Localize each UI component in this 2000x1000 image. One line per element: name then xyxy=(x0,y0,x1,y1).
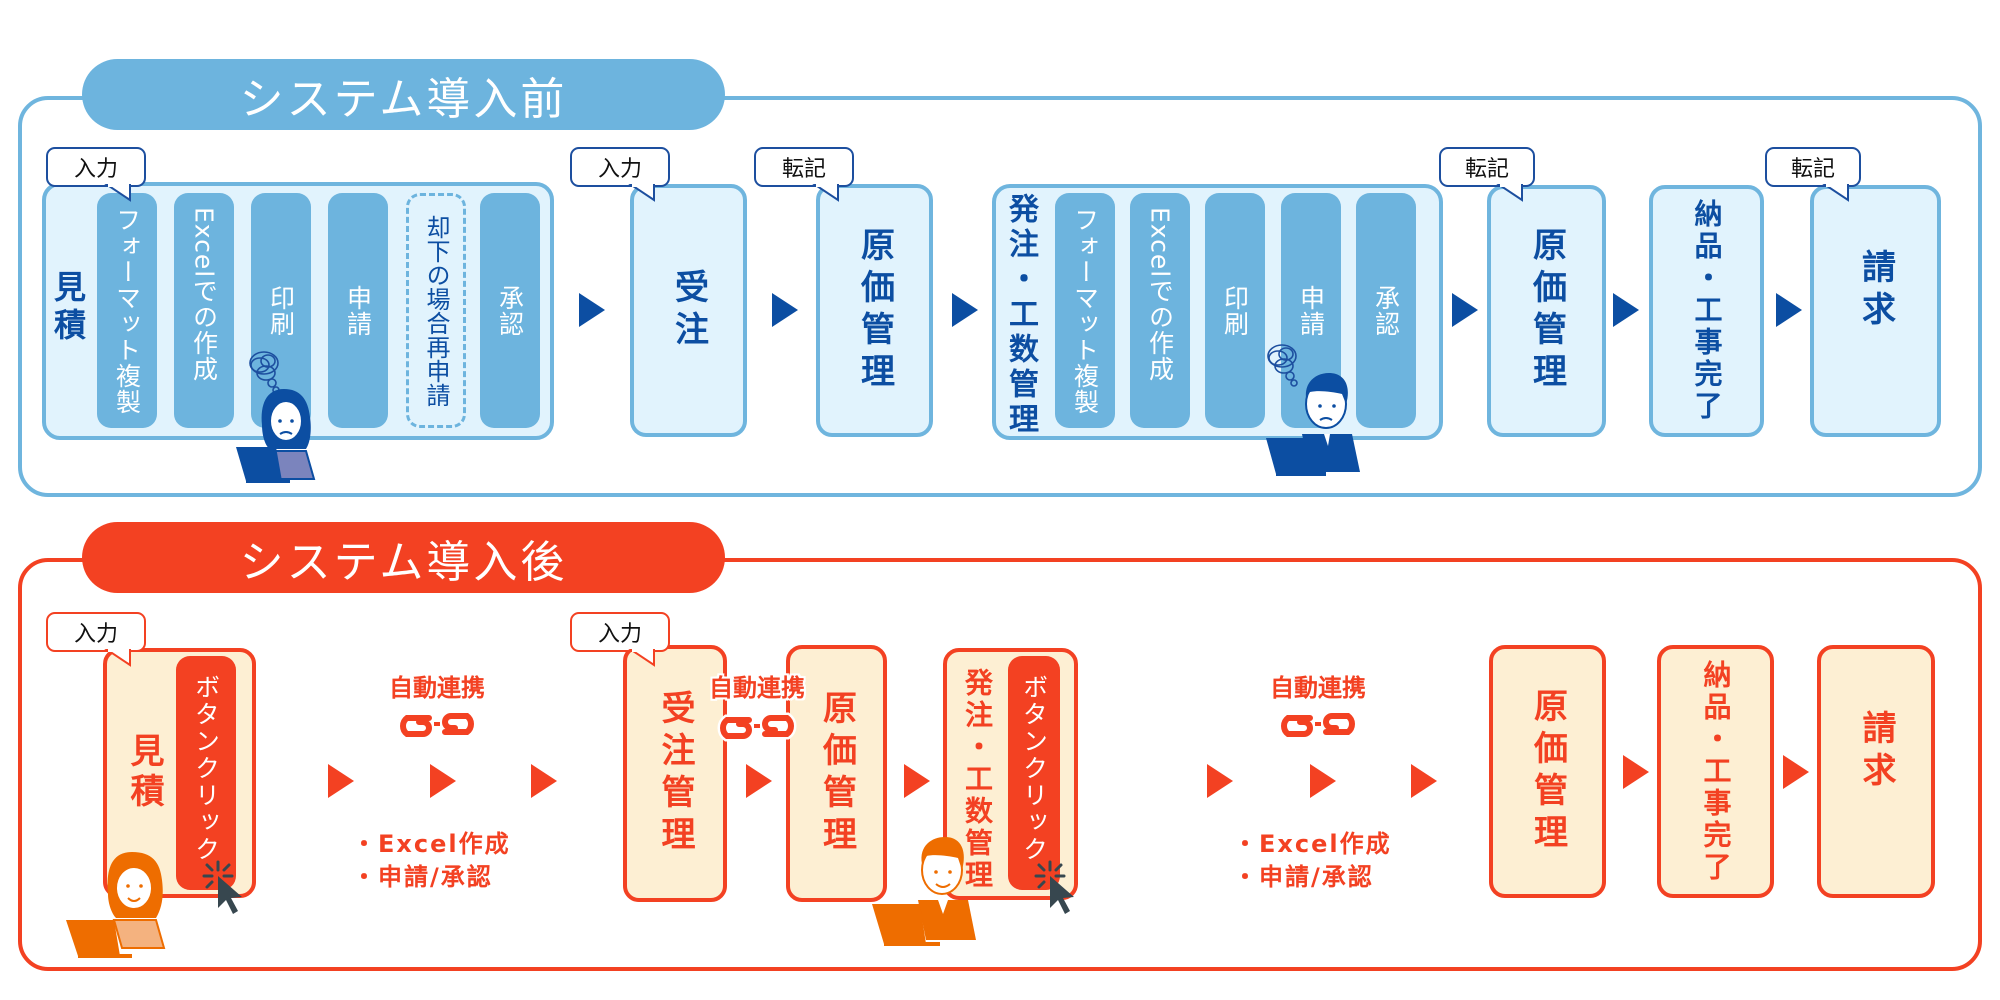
after-estimate-button[interactable]: ボタンクリック xyxy=(176,656,236,890)
after-link-mid-label: 自動連携 xyxy=(709,674,805,702)
flow-arrow-icon xyxy=(1411,764,1437,798)
after-link2-item: ・申請/承認 xyxy=(1233,863,1374,891)
after-link1-label: 自動連携 xyxy=(389,674,485,702)
before-cost-box: 原価管理 xyxy=(816,184,933,437)
chain-link-icon xyxy=(1281,713,1355,737)
cursor-click-icon xyxy=(202,860,242,914)
after-estimate-bubble: 入力 xyxy=(46,612,146,652)
bubble-tail-icon xyxy=(104,649,131,667)
flow-arrow-icon xyxy=(579,293,605,327)
flow-arrow-icon xyxy=(772,293,798,327)
flow-arrow-icon xyxy=(952,293,978,327)
after-billing-box: 請求 xyxy=(1817,645,1935,898)
after-section-title: システム導入後 xyxy=(82,522,725,593)
before-estimate-step: Excelでの作成 xyxy=(174,193,234,428)
before-purchase-step: 印刷 xyxy=(1205,193,1265,428)
before-estimate-step: 承認 xyxy=(480,193,540,428)
before-cost-bubble: 転記 xyxy=(754,147,854,187)
before-delivery-box: 納品・工事完了 xyxy=(1649,185,1764,437)
flow-arrow-icon xyxy=(1623,755,1649,789)
before-estimate-label: 見積 xyxy=(49,270,87,346)
before-cost2-bubble: 転記 xyxy=(1439,147,1535,187)
before-purchase-step: フォーマット複製 xyxy=(1055,193,1115,428)
after-cost2-box: 原価管理 xyxy=(1489,645,1606,898)
bubble-tail-icon xyxy=(1822,184,1849,202)
happy-man-at-laptop-icon xyxy=(872,837,976,946)
worried-woman-at-laptop-icon xyxy=(236,389,316,483)
worried-man-at-laptop-icon xyxy=(1266,373,1360,476)
flow-arrow-icon xyxy=(531,764,557,798)
before-estimate-step: フォーマット複製 xyxy=(97,193,157,428)
before-cost2-box: 原価管理 xyxy=(1487,185,1606,437)
flow-arrow-icon xyxy=(1207,764,1233,798)
before-order-box: 受注 xyxy=(630,184,747,437)
happy-woman-at-laptop-icon xyxy=(66,852,166,958)
flow-arrow-icon xyxy=(746,764,772,798)
before-estimate-step: 申請 xyxy=(328,193,388,428)
bubble-tail-icon xyxy=(104,184,131,202)
after-link2-item: ・Excel作成 xyxy=(1233,830,1392,858)
bubble-tail-icon xyxy=(628,184,655,202)
chain-link-icon xyxy=(400,713,474,737)
after-link1-item: ・申請/承認 xyxy=(352,863,493,891)
after-link2-label: 自動連携 xyxy=(1270,674,1366,702)
after-purchase-button[interactable]: ボタンクリック xyxy=(1008,656,1060,890)
before-estimate-step: 印刷 xyxy=(251,193,311,428)
before-section-title: システム導入前 xyxy=(82,59,725,130)
bubble-tail-icon xyxy=(1496,184,1523,202)
flow-arrow-icon xyxy=(1452,293,1478,327)
before-estimate-step-rejected: 却下の場合再申請 xyxy=(406,193,466,428)
flow-arrow-icon xyxy=(328,764,354,798)
flow-arrow-icon xyxy=(1613,293,1639,327)
chain-link-icon xyxy=(717,712,797,742)
after-cost-box: 原価管理 xyxy=(786,645,887,902)
after-order-bubble: 入力 xyxy=(570,612,670,652)
before-purchase-label: 発注・工数管理 xyxy=(1003,193,1038,438)
bubble-tail-icon xyxy=(812,184,839,202)
before-purchase-step: Excelでの作成 xyxy=(1130,193,1190,428)
bubble-tail-icon xyxy=(628,649,655,667)
before-billing-bubble: 転記 xyxy=(1765,147,1861,187)
flow-arrow-icon xyxy=(430,764,456,798)
after-order-box: 受注管理 xyxy=(623,645,727,902)
before-purchase-step: 承認 xyxy=(1356,193,1416,428)
flow-arrow-icon xyxy=(1783,755,1809,789)
flow-arrow-icon xyxy=(904,764,930,798)
flow-arrow-icon xyxy=(1776,293,1802,327)
flow-arrow-icon xyxy=(1310,764,1336,798)
before-billing-box: 請求 xyxy=(1810,185,1941,437)
tangled-thought-icon xyxy=(1267,344,1298,387)
after-delivery-box: 納品・工事完了 xyxy=(1657,645,1774,898)
after-link1-item: ・Excel作成 xyxy=(352,830,511,858)
cursor-click-icon xyxy=(1034,860,1074,914)
before-estimate-bubble: 入力 xyxy=(46,147,146,187)
before-order-bubble: 入力 xyxy=(570,147,670,187)
